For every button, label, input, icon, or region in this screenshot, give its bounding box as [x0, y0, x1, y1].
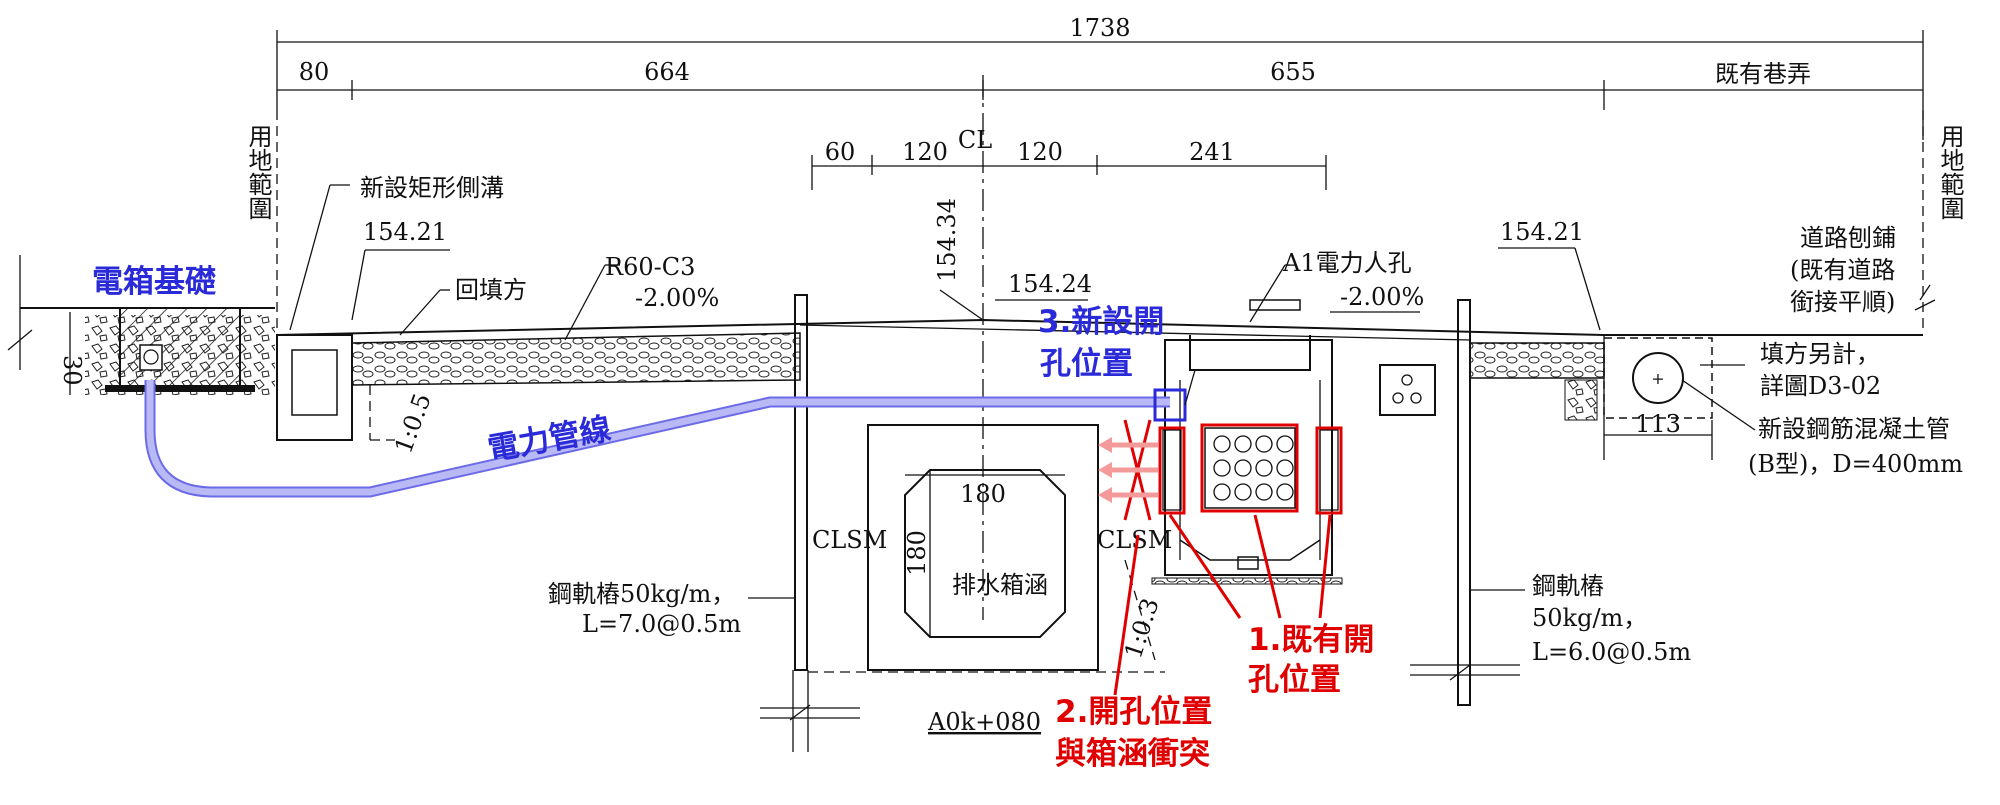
dim-120-left: 120 — [902, 138, 948, 166]
right-area: 154.21 + 113 道路刨鋪 (既有道路 銜接平順) 填方另計， 詳圖D3… — [1498, 218, 1963, 478]
rail-right-label-1: 鋼軌樁 — [1532, 572, 1604, 600]
dim-60: 60 — [825, 138, 856, 166]
rail-right-label-3: L=6.0@0.5m — [1532, 638, 1691, 666]
fill-note-2: 詳圖D3-02 — [1760, 372, 1881, 400]
road-milling-2: (既有道路 — [1790, 256, 1895, 284]
road-milling-1: 道路刨鋪 — [1800, 224, 1896, 252]
power-line — [144, 369, 1196, 498]
pull-box — [1379, 364, 1436, 416]
elev-left: 154.21 — [363, 218, 447, 246]
dim-80: 80 — [299, 58, 330, 86]
box-height-label: 180 — [903, 530, 931, 576]
station-label: A0k+080 — [927, 708, 1041, 736]
backfill-label: 回填方 — [455, 276, 527, 304]
dim-total: 1738 — [1069, 14, 1130, 42]
dimension-mid-row: 60 120 120 241 — [811, 138, 1327, 190]
pipe-note-2: (B型)，D=400mm — [1748, 450, 1963, 478]
right-boundary-label: 用地範圍 — [1936, 124, 1964, 220]
road-milling-3: 銜接平順) — [1790, 288, 1895, 316]
clsm-left: CLSM — [812, 526, 887, 554]
existing-opening-annotation-2: 孔位置 — [1248, 662, 1341, 698]
left-boundary-label: 用地範圍 — [244, 124, 272, 220]
power-line-annotation: 電力管線 — [485, 411, 613, 468]
power-box-foundation: 30 — [58, 307, 255, 395]
existing-opening-annotation-1: 1.既有開 — [1248, 622, 1374, 658]
new-opening-annotation-1: 3.新設開 — [1038, 304, 1164, 340]
rail-left-label-1: 鋼軌樁50kg/m， — [548, 580, 735, 608]
dim-655: 655 — [1270, 58, 1316, 86]
red-markers — [1098, 419, 1343, 696]
slope-left: -2.00% — [635, 284, 719, 312]
pipe-offset-dim: 113 — [1635, 410, 1681, 438]
centerline: CL — [958, 75, 992, 620]
conflict-annotation-1: 2.開孔位置 — [1055, 694, 1212, 730]
dimension-top-row: 80 664 655 既有巷弄 — [277, 58, 1923, 110]
dim-664: 664 — [644, 58, 690, 86]
slope-ratio-left: 1:0.5 — [389, 390, 436, 457]
slope-right: -2.00% — [1340, 283, 1424, 311]
svg-text:+: + — [1651, 369, 1664, 388]
new-opening-annotation-2: 孔位置 — [1040, 346, 1133, 382]
box-culvert-label: 排水箱涵 — [952, 571, 1048, 599]
centerline-mark: CL — [958, 126, 992, 154]
box-width-label: 180 — [960, 480, 1006, 508]
small-dim: 30 — [58, 355, 86, 386]
right-rail-pile: 鋼軌樁 50kg/m， L=6.0@0.5m — [1410, 299, 1691, 706]
dimension-total: 1738 — [276, 14, 1924, 140]
dim-120-right: 120 — [1017, 138, 1063, 166]
rail-left-label-2: L=7.0@0.5m — [582, 610, 741, 638]
elev-center: 154.24 — [1008, 270, 1092, 298]
existing-lane-label: 既有巷弄 — [1715, 60, 1811, 88]
manhole-label: A1電力人孔 — [1282, 249, 1412, 277]
new-gutter-label: 新設矩形側溝 — [360, 174, 504, 202]
elev-right: 154.21 — [1500, 218, 1584, 246]
a1-manhole: A1電力人孔 -2.00% — [1151, 249, 1424, 585]
left-boundary: 用地範圍 — [244, 110, 278, 330]
new-gutter: 新設矩形側溝 154.21 — [276, 174, 504, 441]
rail-right-label-2: 50kg/m， — [1532, 604, 1647, 632]
left-rail-pile: 鋼軌樁50kg/m， L=7.0@0.5m — [548, 294, 860, 752]
dim-241: 241 — [1189, 138, 1235, 166]
road-type-label: R60-C3 — [605, 253, 695, 281]
pipe-note-1: 新設鋼筋混凝土管 — [1758, 415, 1950, 443]
elev-center-top: 154.34 — [933, 198, 961, 282]
right-boundary: 用地範圍 — [1922, 110, 1964, 330]
power-box-base-annotation: 電箱基礎 — [92, 264, 216, 300]
center-elevations: 154.34 154.24 — [933, 198, 1092, 321]
conflict-annotation-2: 與箱涵衝突 — [1055, 736, 1210, 772]
fill-note-1: 填方另計， — [1760, 340, 1880, 368]
